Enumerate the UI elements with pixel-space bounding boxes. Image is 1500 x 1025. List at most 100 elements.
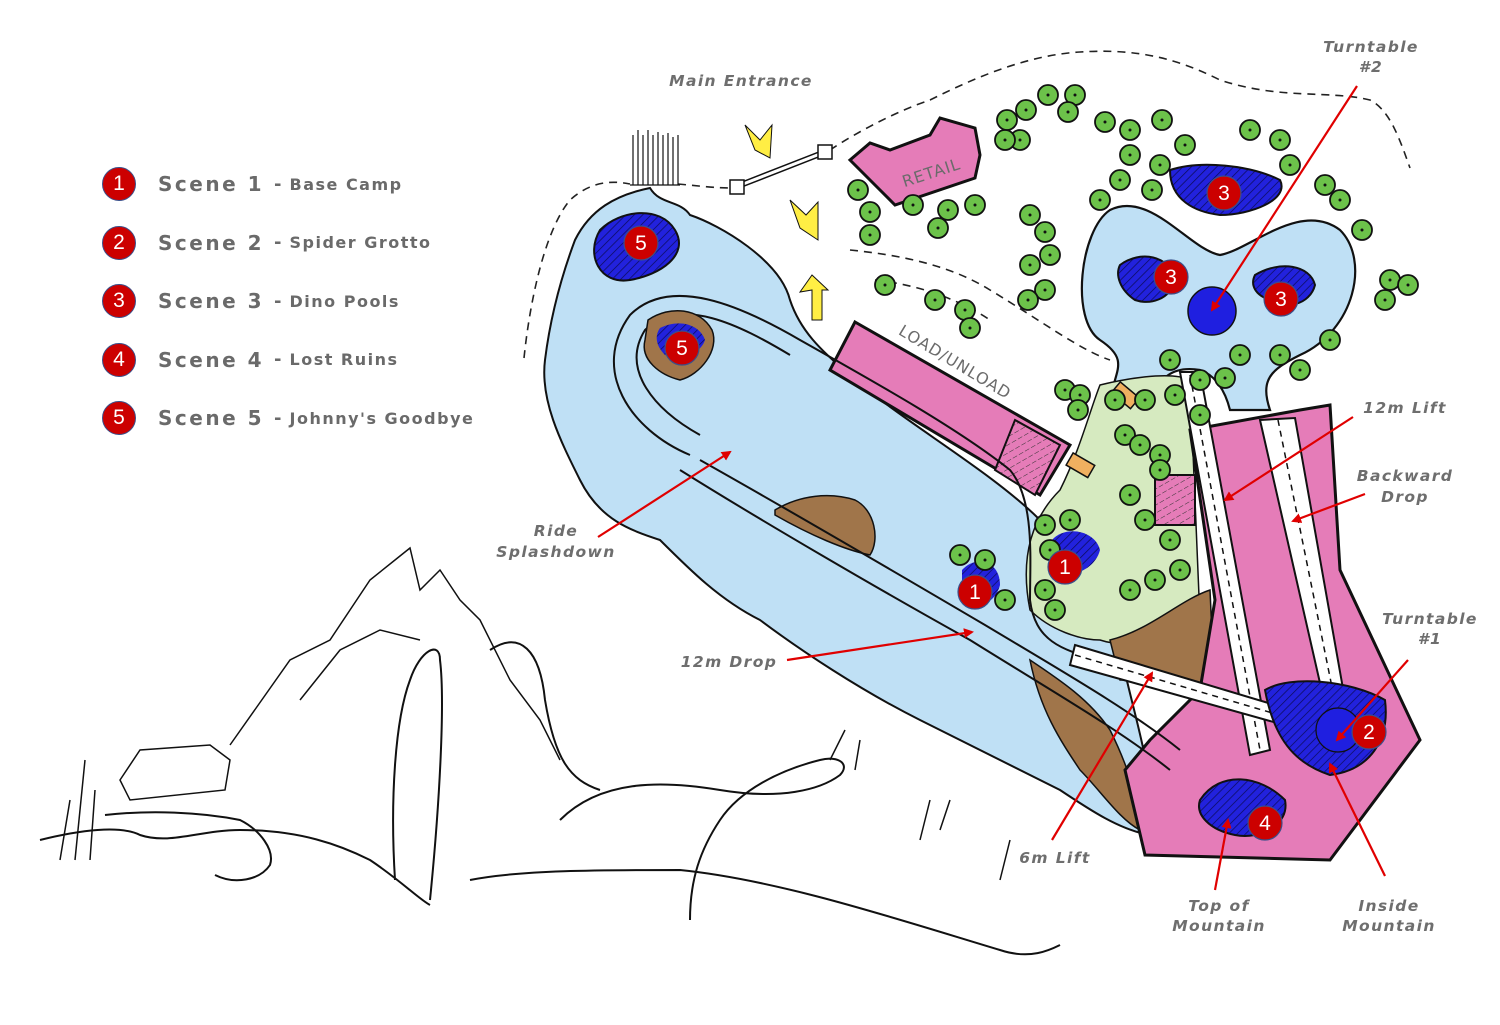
legend-scene-label: Scene 4 <box>158 347 265 372</box>
tree-trunk-dot <box>1278 138 1282 142</box>
lift6m-pointer <box>1051 671 1154 841</box>
sketch-mountain <box>299 629 421 701</box>
inside-mountain-pointer <box>1329 762 1386 877</box>
scene-marker-1: 1 <box>957 574 993 610</box>
tree-trunk-dot <box>958 553 962 557</box>
svg-text:5: 5 <box>635 232 647 255</box>
legend-separator: - <box>274 349 282 371</box>
legend-item-scene-1: 1 Scene 1 - Base Camp <box>102 155 474 214</box>
tree-trunk-dot <box>1198 378 1202 382</box>
backward-drop-label: Backward <box>1357 467 1454 485</box>
tree-trunk-dot <box>1043 588 1047 592</box>
tree-trunk-dot <box>1183 143 1187 147</box>
tree-trunk-dot <box>946 208 950 212</box>
tree-trunk-dot <box>883 283 887 287</box>
lift12m-pointer <box>1223 416 1354 502</box>
svg-text:2: 2 <box>1363 721 1375 744</box>
scene-marker-icon: 2 <box>102 225 136 260</box>
tree-trunk-dot <box>1328 338 1332 342</box>
scene-legend: 1 Scene 1 - Base Camp 2 Scene 2 - Spider… <box>102 155 474 448</box>
svg-text:3: 3 <box>1275 288 1287 311</box>
yellow-arrow-icon <box>789 199 819 241</box>
tree-trunk-dot <box>1018 138 1022 142</box>
svg-text:3: 3 <box>1218 182 1230 205</box>
top-of-mountain-pointer <box>1213 818 1232 891</box>
entrance-bridge <box>729 144 833 195</box>
tree-trunk-dot <box>1063 388 1067 392</box>
tree-trunk-dot <box>1150 188 1154 192</box>
tree-trunk-dot <box>1098 198 1102 202</box>
scene-marker-3: 3 <box>1263 281 1299 317</box>
tree-trunk-dot <box>1128 153 1132 157</box>
tree-trunk-dot <box>1288 163 1292 167</box>
tree-trunk-dot <box>936 226 940 230</box>
drop12m-label: 12m Drop <box>681 653 778 671</box>
tree-trunk-dot <box>968 326 972 330</box>
lift6m-label: 6m Lift <box>1019 849 1090 867</box>
tree-trunk-dot <box>973 203 977 207</box>
tree-trunk-dot <box>1048 548 1052 552</box>
legend-item-scene-3: 3 Scene 3 - Dino Pools <box>102 272 474 331</box>
tree-trunk-dot <box>856 188 860 192</box>
turntable2-pointer <box>1210 85 1358 312</box>
ride-splashdown-label: Ride <box>534 522 578 540</box>
sketch-track <box>469 868 1061 956</box>
tree-trunk-dot <box>1073 93 1077 97</box>
svg-text:3: 3 <box>1165 266 1177 289</box>
tree-trunk-dot <box>1158 163 1162 167</box>
inside-mountain-label: Inside <box>1358 897 1419 915</box>
legend-scene-name: Spider Grotto <box>289 233 432 253</box>
scene-marker-5: 5 <box>623 225 659 261</box>
tree-trunk-dot <box>1158 453 1162 457</box>
ride-splashdown-label-line2: Splashdown <box>496 543 615 561</box>
tree-trunk-dot <box>1128 588 1132 592</box>
legend-scene-label: Scene 2 <box>158 230 265 255</box>
tree-trunk-dot <box>1113 398 1117 402</box>
tree-trunk-dot <box>1238 353 1242 357</box>
scene-marker-icon: 5 <box>102 401 136 436</box>
tree-trunk-dot <box>1076 408 1080 412</box>
yellow-arrow-icon <box>798 274 830 321</box>
tree-trunk-dot <box>1298 368 1302 372</box>
tree-trunk-dot <box>1003 138 1007 142</box>
tree-trunk-dot <box>868 233 872 237</box>
legend-scene-label: Scene 1 <box>158 172 265 197</box>
tree-trunk-dot <box>1028 263 1032 267</box>
tree-trunk-dot <box>933 298 937 302</box>
tree-trunk-dot <box>1168 358 1172 362</box>
tree-trunk-dot <box>1153 578 1157 582</box>
drop12m-pointer <box>786 628 974 662</box>
legend-item-scene-4: 4 Scene 4 - Lost Ruins <box>102 331 474 390</box>
tree-trunk-dot <box>1178 568 1182 572</box>
legend-scene-name: Johnny's Goodbye <box>289 408 475 428</box>
tree-trunk-dot <box>1028 213 1032 217</box>
scene-markers: 5 5 3 3 3 1 1 2 4 <box>623 175 1387 841</box>
sketch-lift-track <box>392 648 443 901</box>
tree-trunk-dot <box>1053 608 1057 612</box>
inside-mountain-label-line2: Mountain <box>1342 917 1436 935</box>
tree-trunk-dot <box>1043 230 1047 234</box>
entry-arrows <box>744 123 830 321</box>
splashdown-pointer <box>597 450 732 538</box>
tree-trunk-dot <box>1338 198 1342 202</box>
scene-marker-5: 5 <box>664 330 700 366</box>
entrance-gate <box>630 130 680 186</box>
legend-scene-name: Base Camp <box>289 174 403 194</box>
legend-separator: - <box>274 407 282 429</box>
tree-trunk-dot <box>983 558 987 562</box>
backward-drop-pointer <box>1291 492 1366 523</box>
tree-trunk-dot <box>1068 518 1072 522</box>
tree-trunk-dot <box>1066 110 1070 114</box>
tree-trunk-dot <box>1118 178 1122 182</box>
yellow-arrow-icon <box>744 123 773 159</box>
tree-trunk-dot <box>1406 283 1410 287</box>
tree-cluster <box>847 84 1419 621</box>
scene-marker-3: 3 <box>1153 259 1189 295</box>
scene-marker-4: 4 <box>1247 805 1283 841</box>
tree-trunk-dot <box>1024 108 1028 112</box>
footbridge <box>1065 451 1096 479</box>
tree-trunk-dot <box>1278 353 1282 357</box>
top-of-mountain-label: Top of <box>1188 897 1250 915</box>
tree-trunk-dot <box>1078 393 1082 397</box>
